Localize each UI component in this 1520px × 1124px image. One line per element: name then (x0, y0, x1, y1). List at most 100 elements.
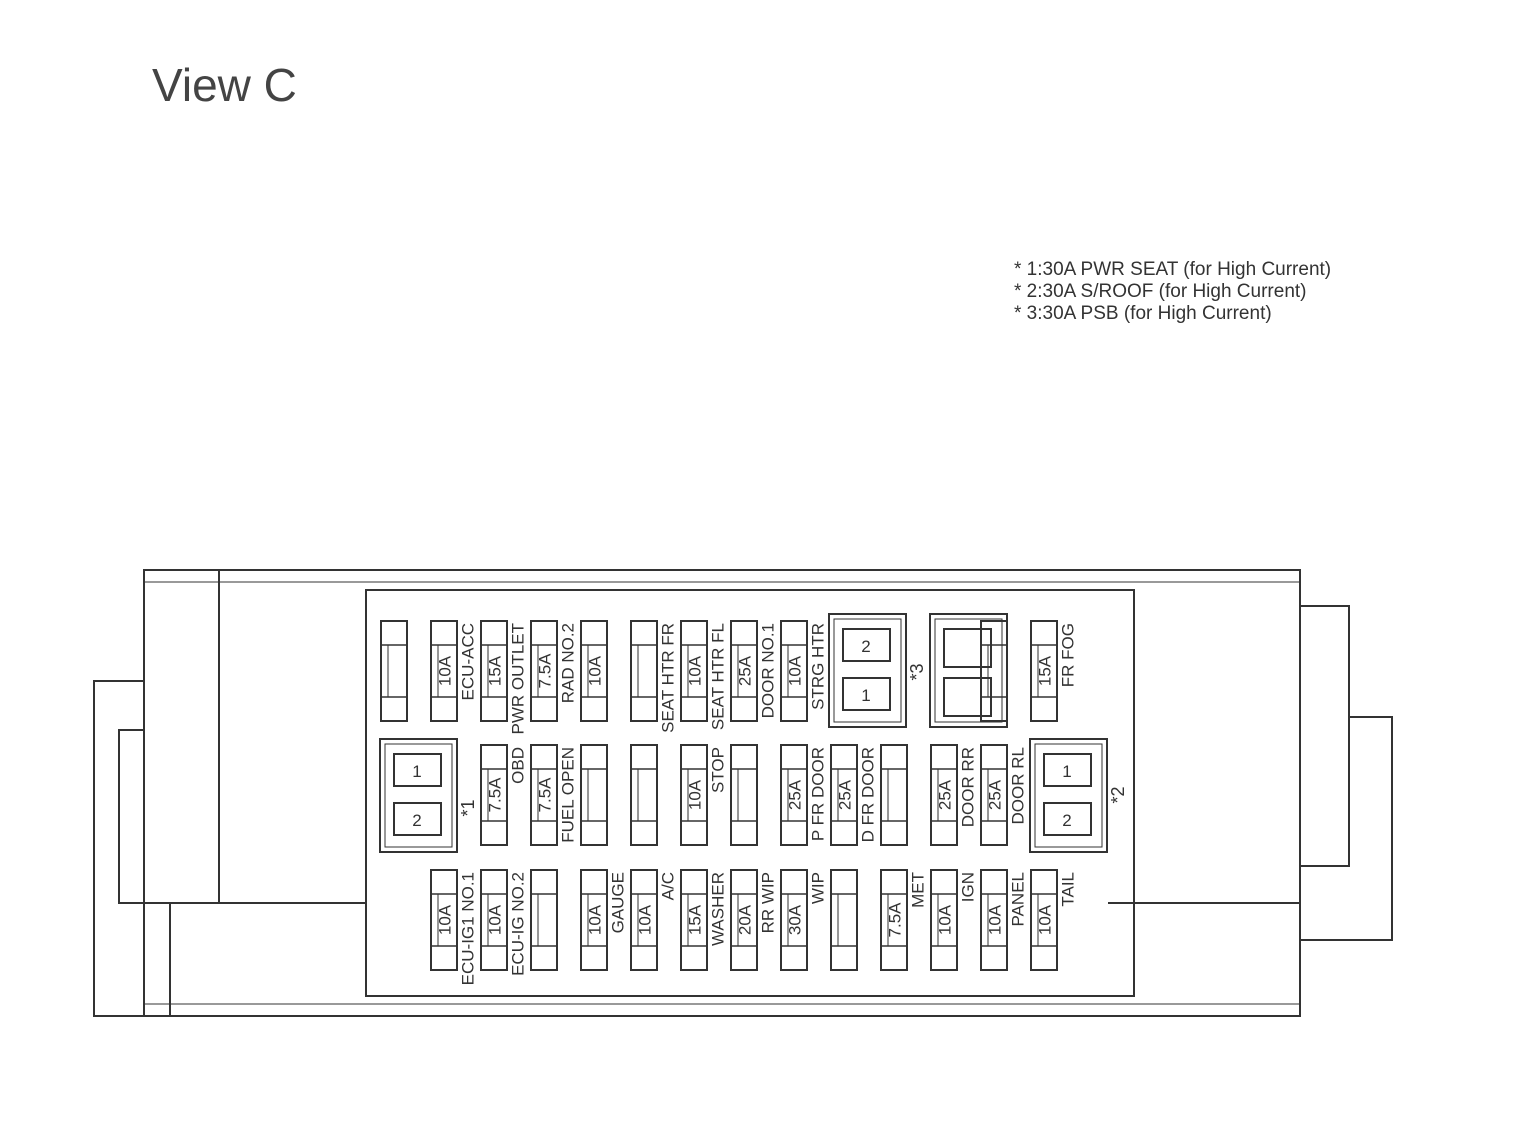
fuse-slot (480, 620, 508, 722)
fuse-circuit-label: WASHER (708, 872, 727, 946)
fuse-circuit-label: WIP (808, 872, 827, 904)
relay-1-pin-bottom: 2 (412, 811, 421, 830)
fuse-slot (680, 620, 708, 722)
fuse-slot (780, 744, 808, 846)
fuse-slot (930, 869, 958, 971)
page-title: View C (152, 59, 297, 111)
relay-3-pin-top: 2 (861, 637, 870, 656)
relay-2-pin-bottom: 2 (1062, 811, 1071, 830)
fuse-circuit-label: PWR OUTLET (508, 623, 527, 734)
relay-3 (828, 613, 907, 728)
fuse-slot (580, 869, 608, 971)
fuse-slot (730, 620, 758, 722)
fuse-circuit-label: FUEL OPEN (558, 747, 577, 843)
fuse-amp-rating: 15A (1035, 655, 1054, 686)
fuse-circuit-label: SEAT HTR FL (708, 623, 727, 730)
fuse-circuit-label: PANEL (1008, 872, 1027, 927)
fuse-circuit-label: RR WIP (758, 872, 777, 933)
fuse-amp-rating: 25A (935, 779, 954, 810)
fuse-amp-rating: 25A (785, 779, 804, 810)
fuse-circuit-label: D FR DOOR (858, 747, 877, 842)
fuse-amp-rating: 10A (685, 655, 704, 686)
fuse-slot (730, 744, 758, 846)
housing (93, 569, 1393, 1017)
fuse-slot (780, 620, 808, 722)
fuse-amp-rating: 25A (985, 779, 1004, 810)
fuse-slot (880, 869, 908, 971)
fuse-amp-rating: 10A (1035, 904, 1054, 935)
fuse-amp-rating: 20A (735, 904, 754, 935)
fuse-slot (930, 744, 958, 846)
fuse-slot (630, 744, 658, 846)
relay-1-pin-top: 1 (412, 762, 421, 781)
legend-note-3: * 3:30A PSB (for High Current) (1014, 303, 1272, 324)
fuse-circuit-label: FR FOG (1058, 623, 1077, 687)
fuse-slot (880, 744, 908, 846)
fuse-amp-rating: 15A (685, 904, 704, 935)
fuse-slot (430, 869, 458, 971)
fuse-amp-rating: 25A (835, 779, 854, 810)
fuse-slot (480, 869, 508, 971)
relay-3-tag: *3 (907, 663, 927, 680)
fuse-amp-rating: 7.5A (885, 902, 904, 938)
fuse-amp-rating: 10A (935, 904, 954, 935)
fuse-circuit-label: SEAT HTR FR (658, 623, 677, 733)
fuse-circuit-label: P FR DOOR (808, 747, 827, 841)
fuse-slot (780, 869, 808, 971)
fuse-circuit-label: OBD (508, 747, 527, 784)
fuse-amp-rating: 10A (435, 904, 454, 935)
fuse-amp-rating: 10A (585, 904, 604, 935)
fuse-amp-rating: 7.5A (485, 777, 504, 813)
fuse-slot (580, 620, 608, 722)
relay-1-tag: *1 (458, 799, 478, 816)
fuse-amp-rating: 30A (785, 904, 804, 935)
fuse-slot (1030, 869, 1058, 971)
relay-2-tag: *2 (1108, 786, 1128, 803)
fuse-slot (380, 620, 408, 722)
fuse-amp-rating: 10A (485, 904, 504, 935)
fuse-circuit-label: MET (908, 872, 927, 908)
fuse-slot (980, 869, 1008, 971)
fuse-amp-rating: 10A (585, 655, 604, 686)
fuse-amp-rating: 10A (685, 779, 704, 810)
fuse-slot (830, 744, 858, 846)
fuse-amp-rating: 10A (785, 655, 804, 686)
fuse-circuit-label: DOOR RR (958, 747, 977, 827)
fuse-panel (365, 589, 1135, 997)
fuse-circuit-label: STOP (708, 747, 727, 793)
fuse-slot (680, 744, 708, 846)
fuse-slot (580, 744, 608, 846)
fuse-amp-rating: 7.5A (535, 777, 554, 813)
fuse-slot (430, 620, 458, 722)
fuse-slot (680, 869, 708, 971)
legend-note-1: * 1:30A PWR SEAT (for High Current) (1014, 259, 1332, 280)
fuse-slot (630, 620, 658, 722)
fuse-amp-rating: 10A (435, 655, 454, 686)
relay-1 (379, 738, 458, 853)
fuse-slot (1030, 620, 1058, 722)
fuse-circuit-label: DOOR NO.1 (758, 623, 777, 718)
fuse-slot (730, 869, 758, 971)
fuse-slot (480, 744, 508, 846)
fuse-slot (530, 869, 558, 971)
fuse-circuit-label: ECU-IG NO.2 (508, 872, 527, 976)
relay-3-pin-bottom: 1 (861, 686, 870, 705)
fuse-circuit-label: ECU-ACC (458, 623, 477, 700)
fuse-slot (830, 869, 858, 971)
relay-2-pin-top: 1 (1062, 762, 1071, 781)
fuse-circuit-label: DOOR RL (1008, 747, 1027, 824)
fuse-circuit-label: RAD NO.2 (558, 623, 577, 703)
fuse-circuit-label: IGN (958, 872, 977, 902)
fuse-amp-rating: 7.5A (535, 653, 554, 689)
fuse-slot (980, 744, 1008, 846)
fuse-slot (630, 869, 658, 971)
fuse-slot (530, 744, 558, 846)
fuse-circuit-label: A/C (658, 872, 677, 900)
fuse-amp-rating: 10A (635, 904, 654, 935)
legend-note-2: * 2:30A S/ROOF (for High Current) (1014, 281, 1307, 302)
fuse-circuit-label: ECU-IG1 NO.1 (458, 872, 477, 985)
relay-2 (1029, 738, 1108, 853)
fuse-circuit-label: GAUGE (608, 872, 627, 933)
